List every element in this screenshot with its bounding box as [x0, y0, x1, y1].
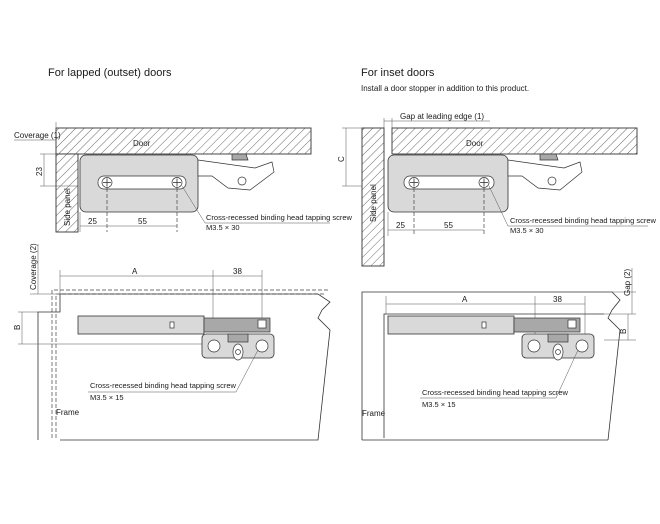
- dim-38: 38: [233, 267, 242, 276]
- damper-slot: [97, 175, 187, 190]
- gap-2-label: Gap (2): [623, 269, 632, 296]
- left-section-title: For lapped (outset) doors: [48, 67, 172, 79]
- side-panel-label-inset: Side panel: [369, 184, 378, 222]
- door-label: Door: [133, 139, 151, 148]
- dim-38-inset: 38: [553, 295, 562, 304]
- screw-label-front-inset: Cross-recessed binding head tapping scre…: [422, 388, 568, 397]
- dim-c: C: [337, 156, 346, 162]
- side-panel-label: Side panel: [63, 188, 72, 226]
- right-section-title: For inset doors: [361, 67, 435, 79]
- dim-b-inset: B: [619, 329, 628, 334]
- damper-arm-inset: [507, 159, 583, 191]
- damper-bar: [77, 315, 205, 335]
- damper-bar-inset: [387, 315, 515, 335]
- side-panel: [55, 153, 79, 233]
- coverage-1-label: Coverage (1): [14, 131, 61, 140]
- screw-size: M3.5 × 30: [206, 223, 240, 232]
- dim-b: B: [13, 325, 22, 330]
- door-panel: [55, 127, 312, 155]
- right-front-view: Frame Gap (2) B A 38 Cross-rec: [361, 268, 636, 441]
- dim-25: 25: [88, 217, 97, 226]
- damper-arm: [197, 159, 275, 191]
- dim-a: A: [132, 267, 138, 276]
- inset-note: Install a door stopper in addition to th…: [361, 84, 530, 93]
- dim-23: 23: [35, 167, 44, 176]
- dim-25-inset: 25: [396, 221, 405, 230]
- screw-size-inset: M3.5 × 30: [510, 226, 544, 235]
- frame-outline: [37, 293, 331, 441]
- gap-leading-edge-label: Gap at leading edge (1): [400, 112, 484, 121]
- dim-55-inset: 55: [444, 221, 453, 230]
- door-label-inset: Door: [466, 139, 484, 148]
- left-top-view: Door Side panel Coverage (1) 23 25 55: [14, 122, 352, 233]
- right-top-view: Gap at leading edge (1) Door Side panel …: [337, 112, 656, 267]
- screw-size-front: M3.5 × 15: [90, 393, 124, 402]
- screw-label: Cross-recessed binding head tapping scre…: [206, 213, 352, 222]
- dim-a-inset: A: [462, 295, 468, 304]
- screw-size-front-inset: M3.5 × 15: [422, 400, 456, 409]
- frame-outline-inset: [361, 291, 621, 441]
- dim-55: 55: [138, 217, 147, 226]
- screw-label-front: Cross-recessed binding head tapping scre…: [90, 381, 236, 390]
- screw-label-inset: Cross-recessed binding head tapping scre…: [510, 216, 656, 225]
- left-front-view: Coverage (2) Frame A 38 B Cros: [13, 243, 331, 441]
- frame-label-inset: Frame: [362, 409, 386, 418]
- frame-label: Frame: [56, 408, 80, 417]
- side-panel-inset: [361, 127, 385, 267]
- door-panel-inset: [391, 127, 638, 155]
- coverage-2-label: Coverage (2): [29, 243, 38, 290]
